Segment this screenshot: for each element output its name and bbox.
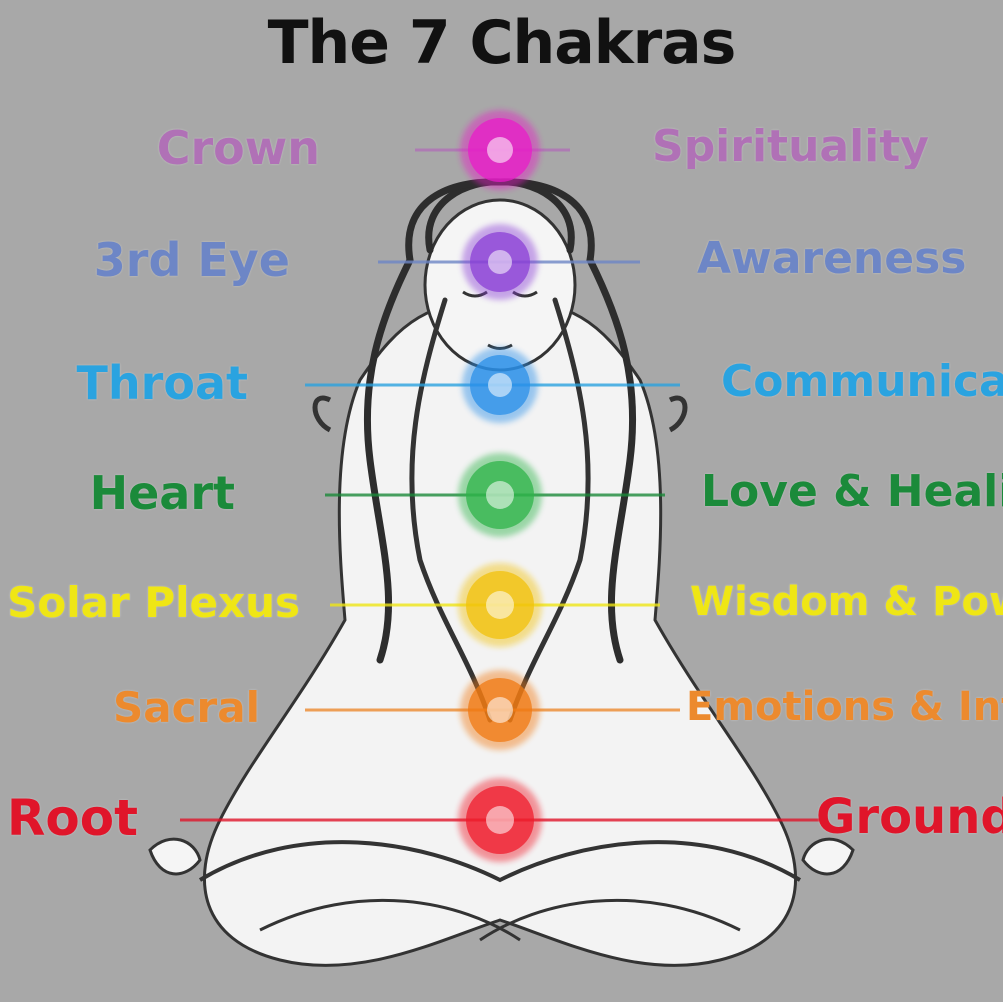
chakra-name-label: 3rd Eye: [93, 232, 290, 287]
chakra-name-label: Solar Plexus: [7, 577, 300, 627]
chakra-meaning-label: Awareness: [697, 236, 967, 281]
page-title: The 7 Chakras: [267, 8, 737, 78]
chakra-orb-core-2: [488, 373, 512, 397]
chakra-name-label: Throat: [76, 355, 248, 410]
chakra-orb-core-5: [487, 697, 513, 723]
chakra-name-label: Root: [6, 788, 138, 847]
chakra-name-label: Crown: [156, 120, 320, 175]
chakra-meaning-label: Love & Healing: [701, 469, 1003, 514]
chakra-orb-core-1: [488, 250, 512, 274]
chakra-orbs: [458, 110, 542, 862]
chakra-meaning-label: Spirituality: [652, 124, 929, 169]
chakra-orb-core-4: [486, 591, 514, 619]
chakra-name-label: Heart: [89, 465, 235, 520]
chakra-name-label: Sacral: [113, 682, 260, 732]
chakra-meaning-label: Communication: [721, 359, 1003, 404]
chakra-meaning-label: Emotions & Intimacy: [686, 686, 1003, 727]
chakra-meaning-label: Wisdom & Power: [690, 581, 1003, 622]
chakra-orb-core-3: [486, 481, 514, 509]
chakra-orb-core-6: [486, 806, 514, 834]
chakra-orb-core-0: [487, 137, 513, 163]
chakra-meaning-label: Grounding: [816, 792, 1003, 841]
